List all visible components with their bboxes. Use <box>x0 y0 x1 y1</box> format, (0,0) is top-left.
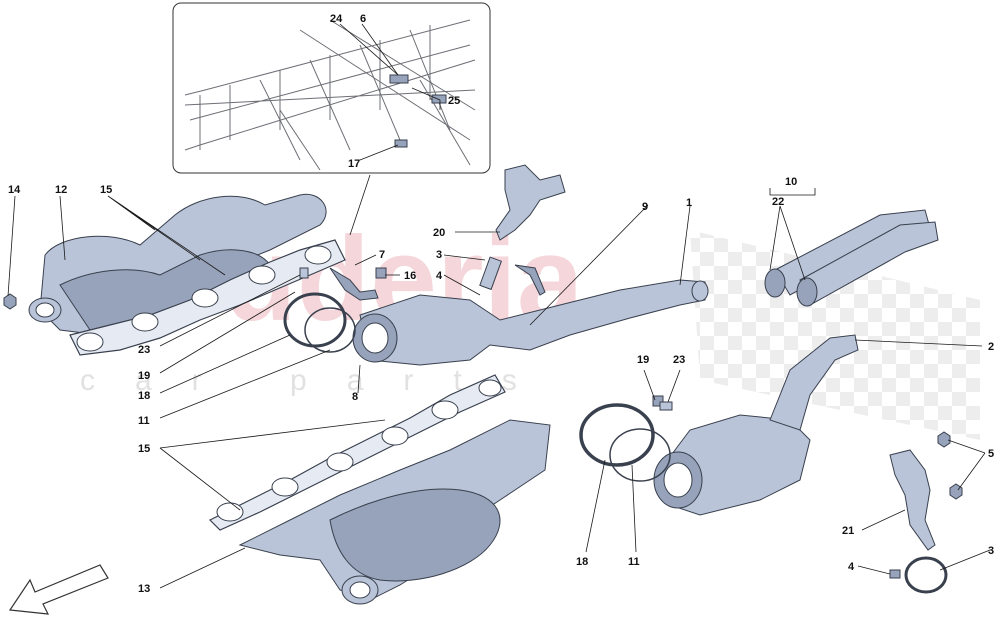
callout-3-upper: 3 <box>436 249 442 261</box>
callout-23-lower: 23 <box>673 354 685 366</box>
callout-20: 20 <box>433 227 445 239</box>
callout-14: 14 <box>8 184 21 196</box>
callout-11-upper: 11 <box>138 415 150 427</box>
callout-10: 10 <box>785 176 797 188</box>
lower-manifold-gasket <box>208 374 506 531</box>
bracket-upper <box>495 164 566 241</box>
callout-15-lower: 15 <box>138 443 150 455</box>
lower-exhaust-manifold <box>238 419 551 605</box>
callout-19-lower: 19 <box>637 354 649 366</box>
callout-15-upper: 15 <box>100 184 112 196</box>
callout-3-lower: 3 <box>988 545 994 557</box>
callout-18-lower: 18 <box>576 556 588 568</box>
small-fasteners <box>3 267 963 579</box>
front-direction-arrow <box>8 564 109 615</box>
callout-18-upper: 18 <box>138 390 150 402</box>
callout-labels: 24 6 25 17 14 12 15 20 9 1 10 22 7 3 16 … <box>8 13 994 595</box>
callout-25: 25 <box>448 95 460 107</box>
callout-19-upper: 19 <box>138 370 150 382</box>
callout-12: 12 <box>55 184 67 196</box>
upper-manifold-gasket <box>69 239 346 356</box>
callout-24: 24 <box>330 13 343 25</box>
catalytic-converter-lower <box>653 334 859 516</box>
callout-23-upper: 23 <box>138 344 150 356</box>
oxygen-sensors <box>329 256 546 301</box>
callout-8: 8 <box>352 391 358 403</box>
clamp-lower <box>579 403 671 482</box>
callout-5: 5 <box>988 448 994 460</box>
callout-6: 6 <box>360 13 366 25</box>
clamp-upper <box>283 292 356 353</box>
callout-2: 2 <box>988 341 994 353</box>
callout-4-lower: 4 <box>848 561 855 573</box>
callout-21: 21 <box>842 525 854 537</box>
callout-13: 13 <box>138 583 150 595</box>
callout-16: 16 <box>404 270 416 282</box>
checkered-flag-watermark <box>690 230 980 440</box>
callout-17: 17 <box>348 158 360 170</box>
callout-9: 9 <box>642 201 648 213</box>
callout-11-lower: 11 <box>628 556 640 568</box>
callout-4-upper: 4 <box>436 270 443 282</box>
chassis-inset <box>172 2 491 174</box>
callout-22: 22 <box>772 196 784 208</box>
callout-7: 7 <box>379 249 385 261</box>
leader-lines <box>7 23 991 589</box>
bracket-lower <box>889 449 948 594</box>
watermark-subtext: car parts <box>80 364 557 397</box>
callout-1: 1 <box>686 197 692 209</box>
tail-pipes <box>764 209 939 307</box>
